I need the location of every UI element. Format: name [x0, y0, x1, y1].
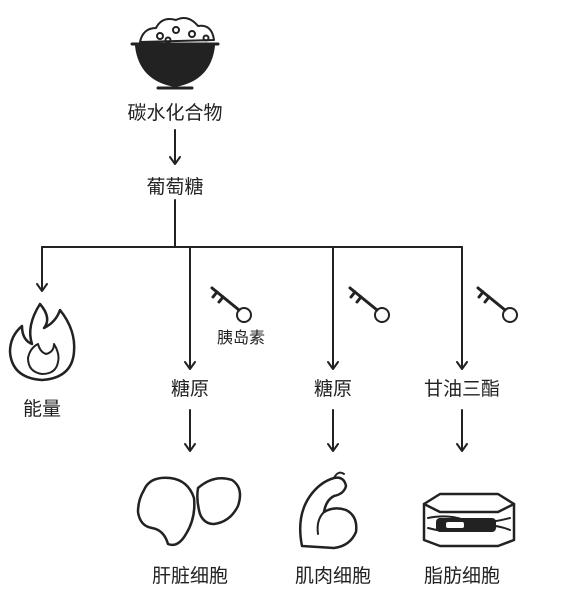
- glycogen-muscle-label: 糖原: [313, 378, 353, 400]
- glucose-label: 葡萄糖: [146, 176, 204, 198]
- key-icon: [476, 286, 518, 323]
- flame-icon: [8, 302, 76, 382]
- insulin-label: 胰岛素: [216, 328, 266, 347]
- liver-icon: [136, 476, 242, 547]
- fat-tissue-icon: [422, 492, 516, 548]
- glycogen-liver-label: 糖原: [170, 378, 210, 400]
- rice-bowl-icon: [130, 17, 220, 90]
- arrows-to-cells: [184, 409, 468, 452]
- branch-lines: [36, 199, 468, 370]
- arrow-carb-to-glucose: [169, 129, 181, 165]
- key-icon: [348, 286, 390, 323]
- key-icon: [210, 286, 252, 323]
- energy-label: 能量: [22, 398, 62, 420]
- muscle-cell-label: 肌肉细胞: [294, 565, 372, 587]
- flexed-arm-icon: [299, 471, 358, 550]
- triglyceride-label: 甘油三酯: [423, 378, 501, 400]
- fat-cell-label: 脂肪细胞: [423, 565, 501, 587]
- carbohydrate-label: 碳水化合物: [127, 102, 223, 124]
- liver-cell-label: 肝脏细胞: [151, 565, 229, 587]
